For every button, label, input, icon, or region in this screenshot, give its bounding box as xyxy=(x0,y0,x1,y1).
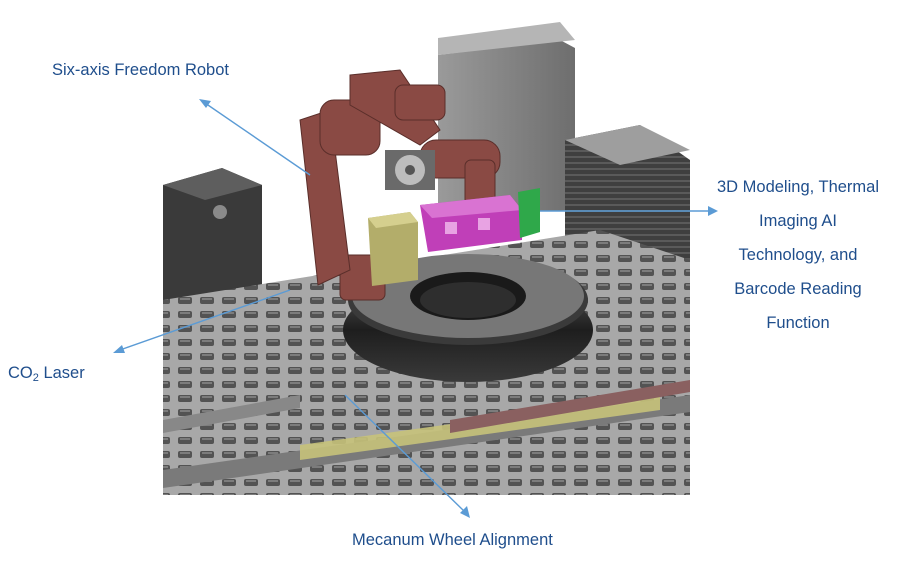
modeling-thermal-label: 3D Modeling, Thermal Imaging AI Technolo… xyxy=(700,170,896,340)
laser-label-suffix: Laser xyxy=(38,364,85,382)
callout-arrows xyxy=(113,99,718,518)
fan-unit xyxy=(385,150,435,190)
laser-label-prefix: CO xyxy=(8,364,33,382)
modeling-line: Imaging AI xyxy=(759,212,837,230)
co2-laser-box xyxy=(368,212,418,286)
tall-cabinet xyxy=(438,22,575,215)
mecanum-wheel-label: Mecanum Wheel Alignment xyxy=(352,531,553,549)
scanner-head xyxy=(420,188,540,252)
modeling-line: Function xyxy=(766,314,830,332)
six-axis-robot-label: Six-axis Freedom Robot xyxy=(52,61,229,79)
modeling-line: Barcode Reading xyxy=(734,280,862,298)
modeling-line: Technology, and xyxy=(738,246,858,264)
laser-label-subscript: 2 xyxy=(32,372,39,384)
left-cabinet xyxy=(163,168,262,318)
modeling-line: 3D Modeling, Thermal xyxy=(716,178,880,196)
co2-laser-label: CO2 Laser xyxy=(8,356,85,395)
